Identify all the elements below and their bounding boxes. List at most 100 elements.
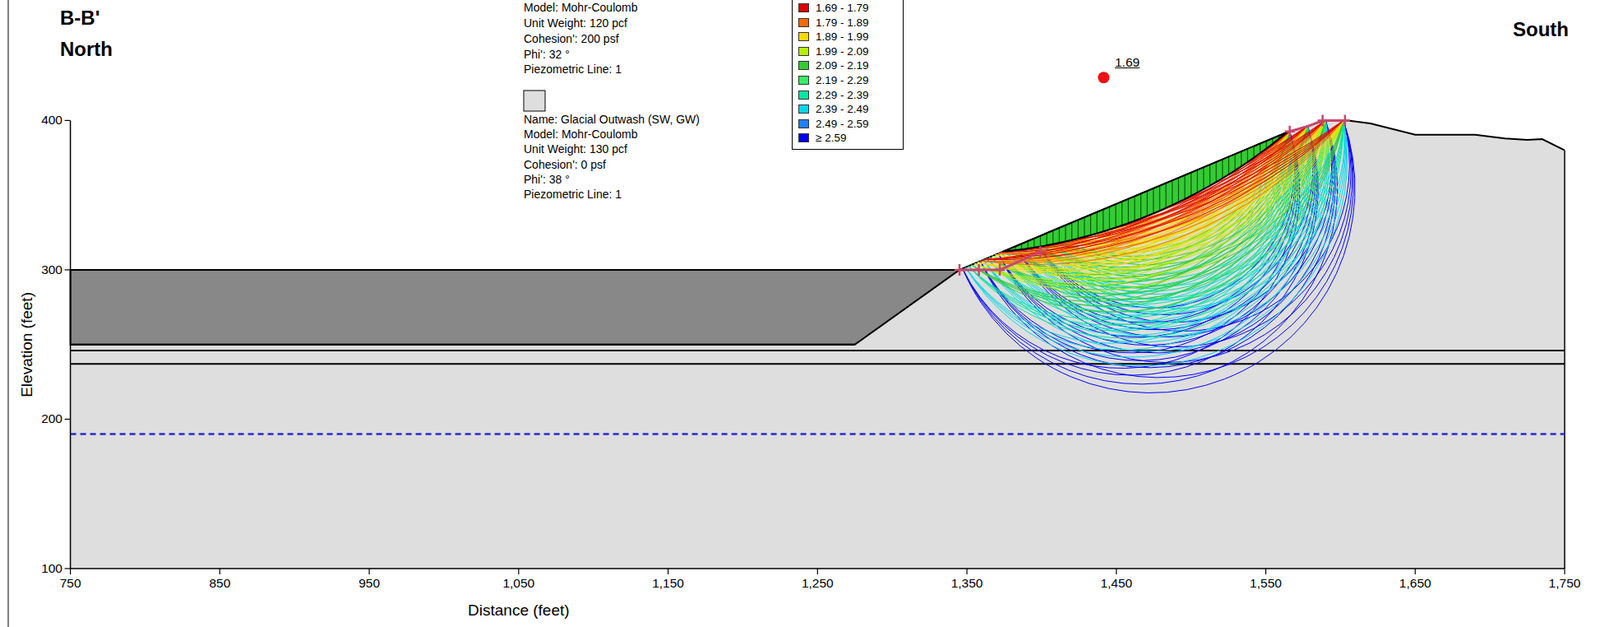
legend-text: 2.29 - 2.39 (815, 87, 870, 102)
tick-label: 100 (41, 560, 63, 576)
slices (1003, 112, 1286, 285)
slip-arc (980, 131, 1290, 262)
tick (1115, 568, 1117, 574)
piezometric-line (70, 432, 1565, 435)
legend-row: 2.19 - 2.29 (792, 73, 903, 88)
legend-swatch (798, 60, 810, 70)
tick-label: 200 (41, 411, 63, 426)
slip-arc (1001, 131, 1291, 253)
tick (1415, 568, 1416, 574)
material-property: Unit Weight: 120 pcf (523, 16, 628, 30)
tick (64, 120, 71, 121)
slip-arc (995, 120, 1344, 264)
slip-arc (968, 120, 1344, 338)
slip-arc (1001, 125, 1309, 253)
slip-arc (998, 120, 1344, 255)
tick-label: 1,350 (951, 575, 984, 591)
layer-boundary (70, 362, 1565, 365)
tick (368, 568, 370, 574)
tick-label: 1,250 (801, 575, 834, 591)
legend-row: 1.99 - 2.09 (792, 44, 903, 59)
tick-label: 300 (41, 262, 63, 278)
slip-arc (965, 120, 1330, 357)
tick-label: 750 (60, 575, 82, 591)
legend-swatch (798, 3, 810, 13)
slip-arc (974, 120, 1344, 291)
direction-label: South (1512, 18, 1569, 42)
axis-title: Elevation (feet) (18, 291, 37, 398)
slip-arc (980, 120, 1354, 377)
legend-text: 2.49 - 2.59 (815, 116, 870, 131)
legend-swatch (798, 133, 810, 143)
legend-row: 2.29 - 2.39 (792, 87, 903, 102)
slip-arc (983, 120, 1326, 259)
tick-label: 850 (208, 575, 231, 591)
tick-label: 400 (41, 112, 63, 128)
slip-arc (977, 120, 1344, 275)
safety-factor-value: 1.69 (1114, 55, 1140, 70)
material-property: Model: Mohr-Coulomb (523, 127, 639, 141)
material-property: Model: Mohr-Coulomb (523, 0, 639, 14)
slip-arc (986, 120, 1327, 317)
material-property: Cohesion': 0 psf (523, 157, 606, 172)
tick (1265, 568, 1267, 574)
legend-row: 2.39 - 2.49 (792, 101, 903, 116)
slip-arc (989, 120, 1344, 300)
slip-arc (998, 120, 1326, 255)
tick (1563, 568, 1565, 574)
layer-boundary (70, 343, 856, 346)
slip-arc (983, 120, 1344, 259)
layer-boundary (70, 349, 1565, 352)
tick (966, 568, 967, 574)
legend-swatch (798, 119, 810, 129)
legend-row: 1.69 - 1.79 (792, 0, 903, 15)
slip-arc (983, 125, 1308, 260)
legend-swatch (798, 104, 810, 114)
legend-text: 2.19 - 2.29 (815, 73, 870, 88)
slip-arc (968, 120, 1326, 331)
slip-arc (980, 120, 1336, 367)
slip-arc (965, 120, 1347, 366)
slip-arc (1001, 120, 1326, 252)
material-property: Phi': 38 ° (523, 172, 570, 186)
tick-label: 1,050 (502, 575, 535, 591)
upper-layer (70, 269, 960, 345)
material-property: Phi': 32 ° (523, 47, 570, 61)
range-marker (954, 263, 965, 276)
tick (69, 568, 71, 574)
tick (64, 418, 71, 420)
legend-row: 1.79 - 1.89 (792, 15, 903, 30)
legend-text: 2.09 - 2.19 (815, 58, 870, 73)
slip-arc (962, 120, 1355, 393)
tick (667, 568, 669, 574)
tick-label: 950 (358, 575, 380, 591)
tick (219, 568, 221, 574)
legend-row: 2.09 - 2.19 (792, 58, 903, 73)
tick-label: 1,450 (1100, 575, 1133, 591)
slip-center (1097, 71, 1110, 84)
slip-arc (974, 120, 1326, 286)
legend-swatch (798, 75, 810, 85)
slip-arc (983, 131, 1291, 260)
legend-text: 2.39 - 2.49 (815, 101, 870, 116)
legend-text: 1.89 - 1.99 (815, 29, 870, 44)
legend-swatch (798, 46, 810, 56)
legend-swatch (798, 90, 810, 100)
material-property: Unit Weight: 130 pcf (523, 142, 628, 156)
section-name: B-B' (60, 6, 100, 30)
axis-title: Distance (feet) (467, 601, 570, 620)
material-property: Piezometric Line: 1 (523, 187, 622, 201)
material-property: Cohesion': 200 psf (523, 32, 620, 46)
slip-arc (980, 120, 1344, 264)
range-marker (1317, 114, 1328, 126)
legend-swatch (798, 32, 810, 42)
slip-surfaces (962, 120, 1355, 393)
legend-row: ≥ 2.59 (792, 130, 903, 145)
legend-row: 2.49 - 2.59 (792, 116, 903, 131)
material-property: Piezometric Line: 1 (523, 62, 622, 76)
critical-wedge (1003, 132, 1287, 252)
slip-arc (977, 120, 1326, 272)
tick (64, 268, 71, 270)
range-marker (1340, 114, 1351, 126)
tick (817, 568, 819, 574)
